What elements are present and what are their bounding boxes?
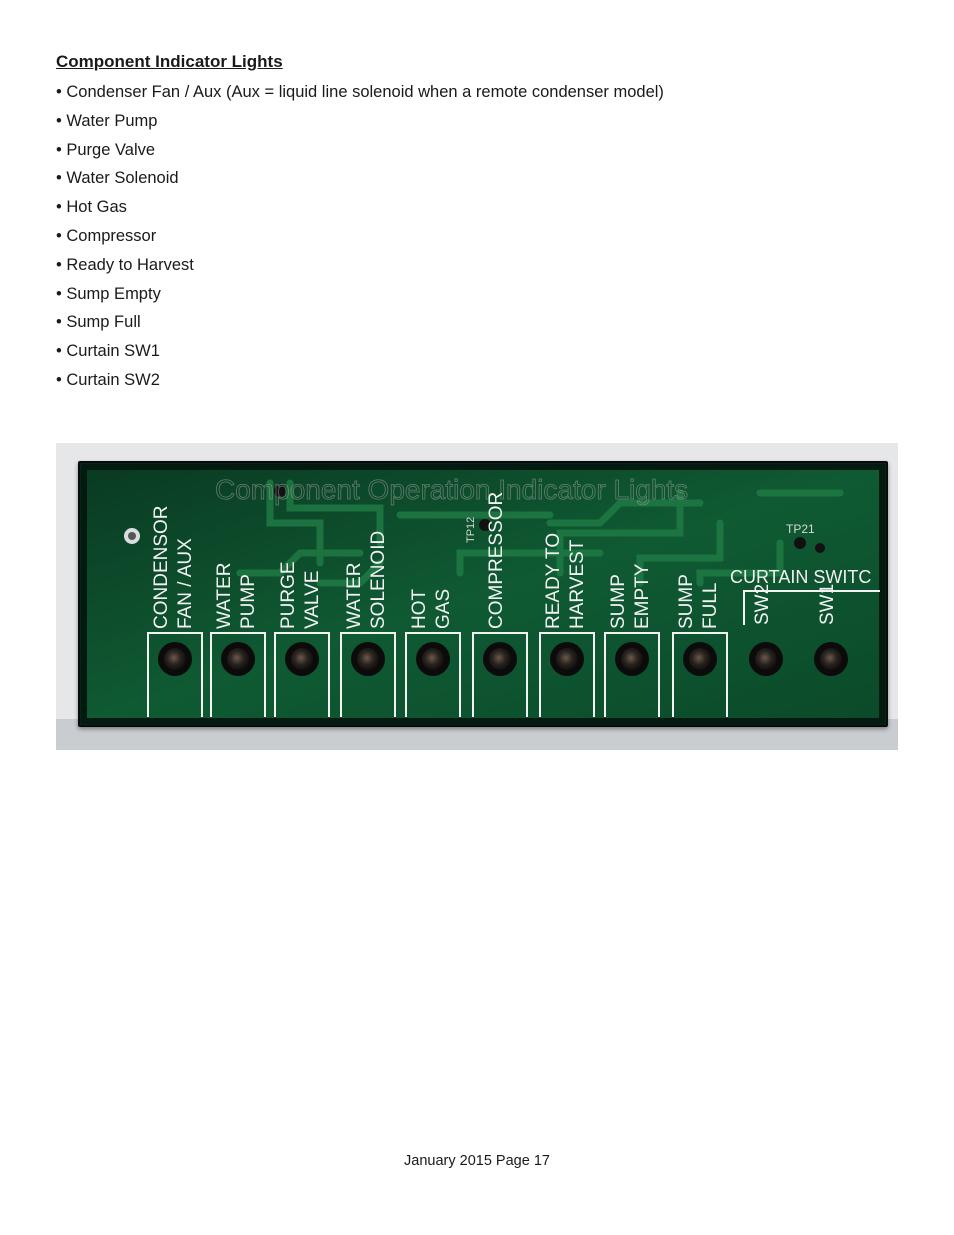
label-box [274, 632, 330, 717]
curtain-switch-label: CURTAIN SWITC [730, 567, 871, 587]
control-board-photo: Component Operation Indicator Lights TP1… [56, 443, 898, 750]
indicator-label: EMPTY [632, 563, 653, 629]
indicator-label: COMPRESSOR [486, 492, 507, 629]
list-item: Sump Empty [56, 285, 664, 314]
label-box [472, 632, 528, 717]
led-icon [291, 648, 313, 670]
list-item: Water Solenoid [56, 169, 664, 198]
page-footer: January 2015 Page 17 [404, 1153, 550, 1169]
indicator-label: FULL [700, 583, 721, 629]
list-item: Curtain SW1 [56, 342, 664, 371]
indicator-label: SUMP [676, 574, 697, 629]
list-item: Hot Gas [56, 198, 664, 227]
list-item: Curtain SW2 [56, 371, 664, 400]
testpoint-label: TP12 [465, 517, 477, 543]
indicator-label: HOT [409, 589, 430, 630]
indicator-label: READY TO [543, 533, 564, 629]
indicator-label: VALVE [302, 571, 323, 629]
led-icon [164, 648, 186, 670]
led-icon [621, 648, 643, 670]
list-item: Ready to Harvest [56, 256, 664, 285]
indicator-label: WATER [214, 563, 235, 630]
indicator-light-10: SW2 [749, 584, 783, 676]
led-icon [556, 648, 578, 670]
list-item: Compressor [56, 227, 664, 256]
list-item: Purge Valve [56, 141, 664, 170]
led-icon [422, 648, 444, 670]
circuit-board: Component Operation Indicator Lights TP1… [78, 461, 888, 727]
led-icon [820, 648, 842, 670]
led-icon [755, 648, 777, 670]
indicator-label: FAN / AUX [175, 538, 196, 629]
indicator-label: PURGE [278, 561, 299, 629]
indicator-label: WATER [344, 563, 365, 630]
led-icon [489, 648, 511, 670]
indicator-label: SW1 [817, 584, 838, 625]
list-item: Water Pump [56, 112, 664, 141]
indicator-label: GAS [433, 589, 454, 629]
label-box [539, 632, 595, 717]
section-heading: Component Indicator Lights [56, 52, 283, 71]
label-box [210, 632, 266, 717]
indicator-light-6: COMPRESSOR [472, 492, 528, 717]
list-item: Condenser Fan / Aux (Aux = liquid line s… [56, 83, 664, 112]
indicator-label: CONDENSOR [151, 505, 172, 629]
indicator-label: SUMP [608, 574, 629, 629]
indicator-list: Condenser Fan / Aux (Aux = liquid line s… [56, 83, 664, 400]
label-box [340, 632, 396, 717]
testpoint-label: TP21 [786, 522, 815, 536]
led-icon [357, 648, 379, 670]
label-box [672, 632, 728, 717]
led-icon [689, 648, 711, 670]
list-item: Sump Full [56, 313, 664, 342]
indicator-label: SW2 [752, 584, 773, 625]
label-box [405, 632, 461, 717]
indicator-light-11: SW1 [814, 584, 848, 676]
label-box [604, 632, 660, 717]
overlay-title: Component Operation Indicator Lights [215, 474, 688, 505]
board-artwork: Component Operation Indicator Lights TP1… [81, 464, 885, 724]
indicator-label: PUMP [238, 574, 259, 629]
indicator-label: SOLENOID [368, 531, 389, 629]
indicator-label: HARVEST [567, 539, 588, 629]
led-icon [227, 648, 249, 670]
label-box [147, 632, 203, 717]
